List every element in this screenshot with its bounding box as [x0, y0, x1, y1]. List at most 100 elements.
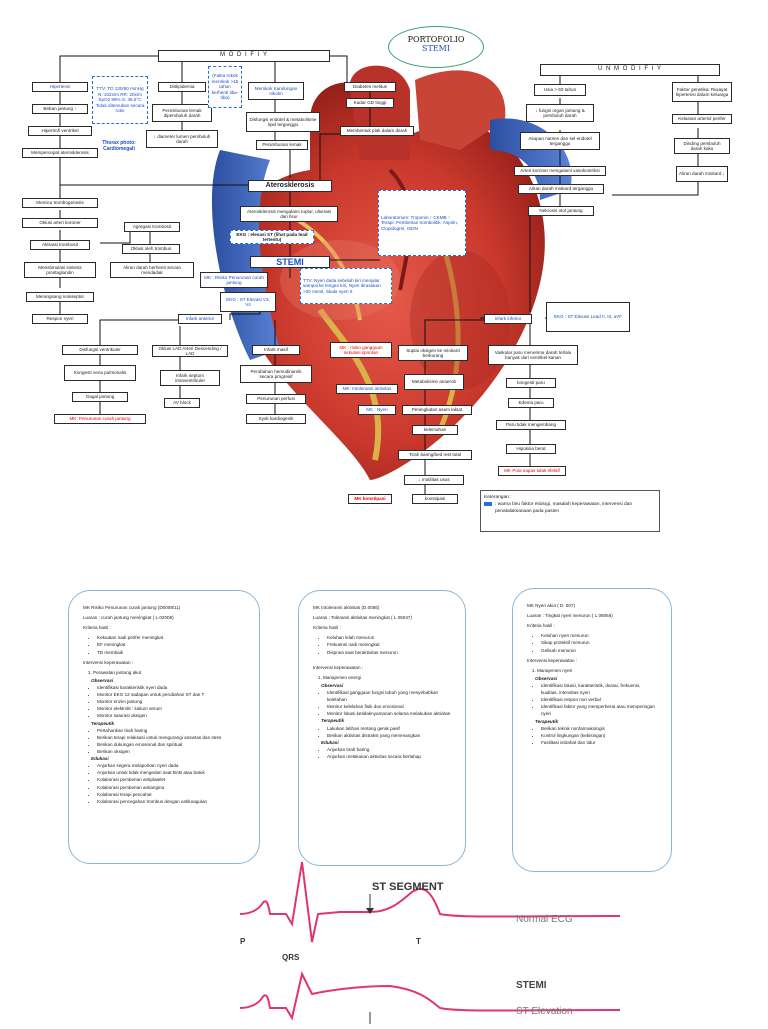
- box-ekg-3: EKG : ST Elevasi Lead II, III, aVF: [546, 302, 630, 332]
- card-2-main: Manajemen energi: [323, 674, 451, 681]
- box-vaskular-paru: Vaskular paru menerima darah terlalu ban…: [488, 345, 578, 365]
- box-memicu: Memicu trombogenesis: [22, 198, 98, 208]
- title-line2: STEMI: [421, 44, 450, 53]
- card-1-item: Kolaborasi terapi pencahar: [97, 791, 245, 798]
- box-mk-gangguan-sirkulasi: MK : risiko gangguan sirkulasi spontan: [330, 342, 392, 358]
- box-metabolisme: Metabolisme anaerob: [404, 374, 464, 390]
- card-1-item: Monitor saturasi oksigen: [97, 712, 245, 719]
- unmodifiy-header: U N M O D I F I Y: [540, 64, 720, 76]
- box-asupan: Asupan nutrien dan sel endotel terganggu: [520, 132, 600, 150]
- card-3-item: Berikan teknik nonfarmakologis: [541, 725, 657, 732]
- card-2-item: Anjurkan melakukan aktivitas secara bert…: [327, 753, 451, 760]
- card-1-group-label: Observasi: [91, 677, 114, 683]
- ecg-p-label: P: [240, 937, 246, 946]
- box-kongesti-vena: Kongesti vena pulmonalis: [64, 365, 136, 381]
- box-infark-inferior: Infark inferior: [484, 314, 532, 324]
- title-badge: PORTOFOLIO STEMI: [388, 26, 484, 68]
- box-hipertrofi: Hipertrofi ventrikel: [28, 126, 92, 136]
- box-mk-konstipasi: MK konstipasi: [348, 494, 392, 504]
- box-dinding: Dinding pembuluh darah kaku: [674, 138, 730, 154]
- box-penimbunan: Penimbunan lemak dipembuluh darah: [152, 104, 212, 122]
- card-3-intervensi: Intervensi keperawatan :: [527, 657, 578, 663]
- card-1-item: Pertahankan tirah baring: [97, 727, 245, 734]
- card-2-item: Berikan aktivitas distraksi yang menenan…: [327, 732, 451, 739]
- box-mk-intoleransi: MK: Intoleransi aktivitas: [336, 384, 398, 394]
- box-gagal-jantung: Gagal jantung: [72, 392, 128, 402]
- legend-text: : warna biru faktor etiologi, masalah ke…: [495, 502, 633, 515]
- box-kadar-gd: Kadar GD tinggi: [346, 98, 394, 108]
- box-kongesti-paru: kongesti paru: [506, 378, 556, 388]
- card-2-item: Monitor lokasi ketidaknyamanan selama me…: [327, 710, 451, 717]
- card-1-item: Kolaborasi pemberian antiangina: [97, 784, 245, 791]
- title-line1: PORTOFOLIO: [407, 35, 465, 44]
- card-3-item: Kontrol lingkungan (kebisingan): [541, 732, 657, 739]
- ecg-st-elevation-label: ST Elevation: [516, 1006, 573, 1017]
- card-2-kriteria: Kriteria hasil :: [313, 625, 341, 631]
- box-beban-jantung: Beban jantung ↑: [32, 104, 88, 114]
- box-perubahan: Perubahan hemodinamik secara progresif: [240, 365, 312, 383]
- card-3-item: Identifikasi lokasi, karakteristik, dura…: [541, 682, 657, 696]
- card-2-kriteria-item: Frekuensi nadi meningkat: [327, 641, 451, 648]
- box-genetik: Faktor genetika: Riwayat hipertensi dala…: [672, 82, 732, 102]
- card-1-luaran: Luaran : curah jantung meningkat ( L.020…: [83, 615, 174, 621]
- box-merangsang: Merangsang nosiseptor: [26, 292, 94, 302]
- card-3-item: Identifikasi respon non verbal: [541, 696, 657, 703]
- box-aterosklerosis: Aterosklerosis: [248, 180, 332, 192]
- card-1-group-label: Terapeutik: [91, 720, 115, 726]
- card-1-item: Berikan dukungan emosional dan spiritual: [97, 741, 245, 748]
- box-infark-masif: Infark masif: [252, 345, 300, 355]
- box-penurunan-perfusi: Penurunan perfusi: [246, 394, 306, 404]
- box-merokok-note: (Fakta rokok merokok >15 tahun berhenti …: [208, 66, 242, 108]
- modifiy-header: M O D I F I Y: [158, 50, 330, 62]
- ecg-illustration: ST SEGMENT Normal ECG P T QRS STEMI ST E…: [0, 861, 768, 1024]
- box-ekg-1: EKG : elevasi ST (lihat pada lead terten…: [230, 230, 314, 244]
- card-2-group-label: Terapeutik: [321, 718, 345, 724]
- ecg-stemi-label: STEMI: [516, 980, 547, 991]
- legend-box: Keterangan : : warna biru faktor etiolog…: [480, 490, 660, 532]
- card-1-item: Monitor elektrolit : kalium serum: [97, 705, 245, 712]
- card-3-mk: MK Nyeri akut ( D. 007): [527, 603, 575, 608]
- card-1-item: Berikan terapi relaksasi untuk mengurang…: [97, 734, 245, 741]
- box-motilitas: ↓ motilitas usus: [404, 475, 464, 485]
- thorax-note: Thorax photo: Cardiomegali: [102, 140, 136, 152]
- box-arteri-koroner: Arteri koroner mengalami vasokontriksi: [514, 166, 606, 176]
- box-fungsi-organ: ↓ fungsi organ jantung & pembuluh darah: [526, 104, 594, 122]
- box-asam-laktat: Peningkatan asam laktat: [402, 405, 472, 415]
- card-1-item: Identifikasi karakteristik nyeri dada: [97, 684, 245, 691]
- box-penimbunan2: Penimbunan lemak: [256, 140, 308, 150]
- box-nyeri: Respon nyeri: [32, 314, 88, 324]
- card-3-kriteria-item: Gelisah menurun: [541, 647, 657, 654]
- box-syok: Syok kardiogenik: [246, 414, 306, 424]
- box-nekrosis: Nekrosis otot jantung: [528, 206, 594, 216]
- box-tirah-baring: Tirah baring/bed rest total: [398, 450, 472, 460]
- card-1-mk: MK Risiko Penurunan curah jantung (D0008…: [83, 605, 181, 610]
- card-1-item: Monitor enzim jantung: [97, 698, 245, 705]
- card-3-group-label: Terapeutik: [535, 718, 559, 724]
- box-agregasi: Agregasi trombosit: [124, 222, 180, 232]
- card-1-main: Perawatan jantung akut: [93, 669, 245, 676]
- card-3-kriteria-item: Sikap protektif menurun: [541, 639, 657, 646]
- box-usia: Usia > 60 tahun: [534, 84, 586, 96]
- box-ttv-nyeri: TTV: Nyeri dada sebelah kiri menjalar sa…: [300, 268, 392, 304]
- card-2-item: Identifikasi gangguan fungsi tubuh yang …: [327, 689, 451, 703]
- box-av-block: AV block: [164, 398, 200, 408]
- box-disfungsi: Disfungsi endotel & metabolisme lipid te…: [246, 112, 320, 132]
- box-lab: Laboratorium: Troponin ↑ CKMB ↑ Terapi: …: [378, 190, 466, 256]
- box-suplai: Suplai oksigen ke miokard berkurang: [398, 345, 468, 361]
- box-aktivasi: Aktivasi trombosit: [30, 240, 90, 250]
- card-penurunan-curah-jantung: MK Risiko Penurunan curah jantung (D0008…: [68, 590, 260, 864]
- box-infark-anterior: Infark anterior: [178, 314, 222, 324]
- card-3-group-label: Observasi: [535, 675, 558, 681]
- box-mk-nyeri: MK : Nyeri: [358, 405, 396, 415]
- card-2-mk: MK Intoleransi aktivitas (D.0056): [313, 605, 380, 610]
- legend-swatch: [484, 502, 492, 507]
- box-infark-septum: Infark septum intraventrikuler: [160, 370, 220, 386]
- ecg-stemi-trace: [239, 971, 621, 1021]
- card-3-kriteria-item: Keluhan nyeri menurun: [541, 632, 657, 639]
- box-kelainan: Kelainan arteriol perifer: [672, 114, 732, 124]
- card-1-kriteria-item: EF meningkat: [97, 641, 245, 648]
- box-plak: Membentuk plak dalam darah: [340, 126, 414, 136]
- card-3-kriteria: Kriteria hasil :: [527, 623, 555, 629]
- card-2-item: Monitor kelelahan fisik dan emosional: [327, 703, 451, 710]
- box-edema-paru: Edema paru: [508, 398, 554, 408]
